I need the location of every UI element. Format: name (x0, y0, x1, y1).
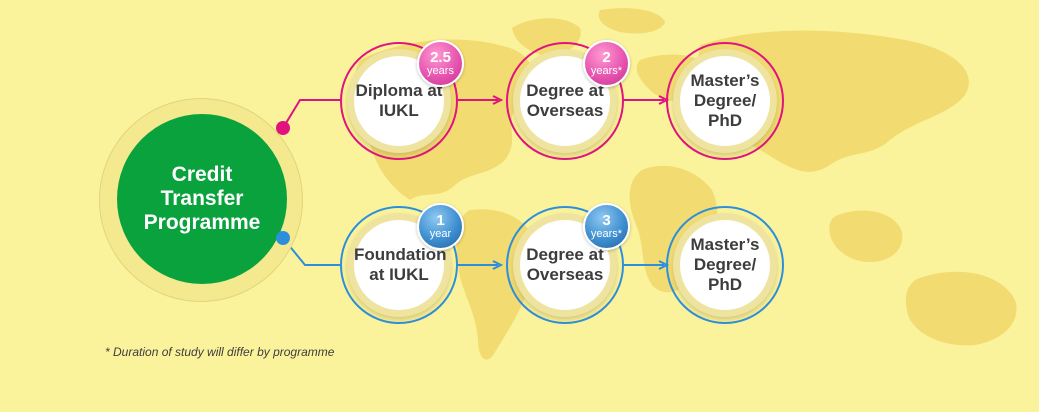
step-label: Foundation at IUKL (354, 245, 447, 284)
step-label: Degree at Overseas (526, 245, 604, 284)
step-label: Diploma at IUKL (355, 81, 443, 120)
duration-unit: years* (590, 65, 623, 77)
arrowhead (492, 95, 504, 105)
step-label: Master’s Degree/ PhD (690, 71, 760, 130)
hub-label: Credit Transfer Programme (143, 163, 261, 234)
duration-value: 2 (602, 49, 611, 66)
footnote: * Duration of study will differ by progr… (105, 345, 335, 359)
duration-unit: years (427, 65, 454, 77)
duration-unit: year (429, 228, 452, 240)
step-masters-phd: Master’s Degree/ PhD (666, 206, 784, 324)
step-label: Degree at Overseas (526, 81, 604, 120)
step-diploma: Diploma at IUKL (340, 42, 458, 160)
duration-badge: 3 years* (583, 203, 630, 250)
duration-unit: years* (590, 228, 623, 240)
duration-badge: 1 year (417, 203, 464, 250)
pink-path-start-dot (276, 121, 290, 135)
step-masters-phd: Master’s Degree/ PhD (666, 42, 784, 160)
step-label: Master’s Degree/ PhD (690, 235, 760, 294)
hub-to-diploma-connector (282, 99, 340, 129)
duration-badge: 2 years* (583, 40, 630, 87)
duration-value: 2.5 (430, 49, 451, 66)
duration-value: 3 (602, 212, 611, 229)
arrowhead (492, 260, 504, 270)
duration-badge: 2.5 years (417, 40, 464, 87)
duration-value: 1 (436, 212, 445, 229)
step-degree-overseas: Degree at Overseas (506, 42, 624, 160)
hub-credit-transfer: Credit Transfer Programme (117, 114, 287, 284)
blue-path-start-dot (276, 231, 290, 245)
